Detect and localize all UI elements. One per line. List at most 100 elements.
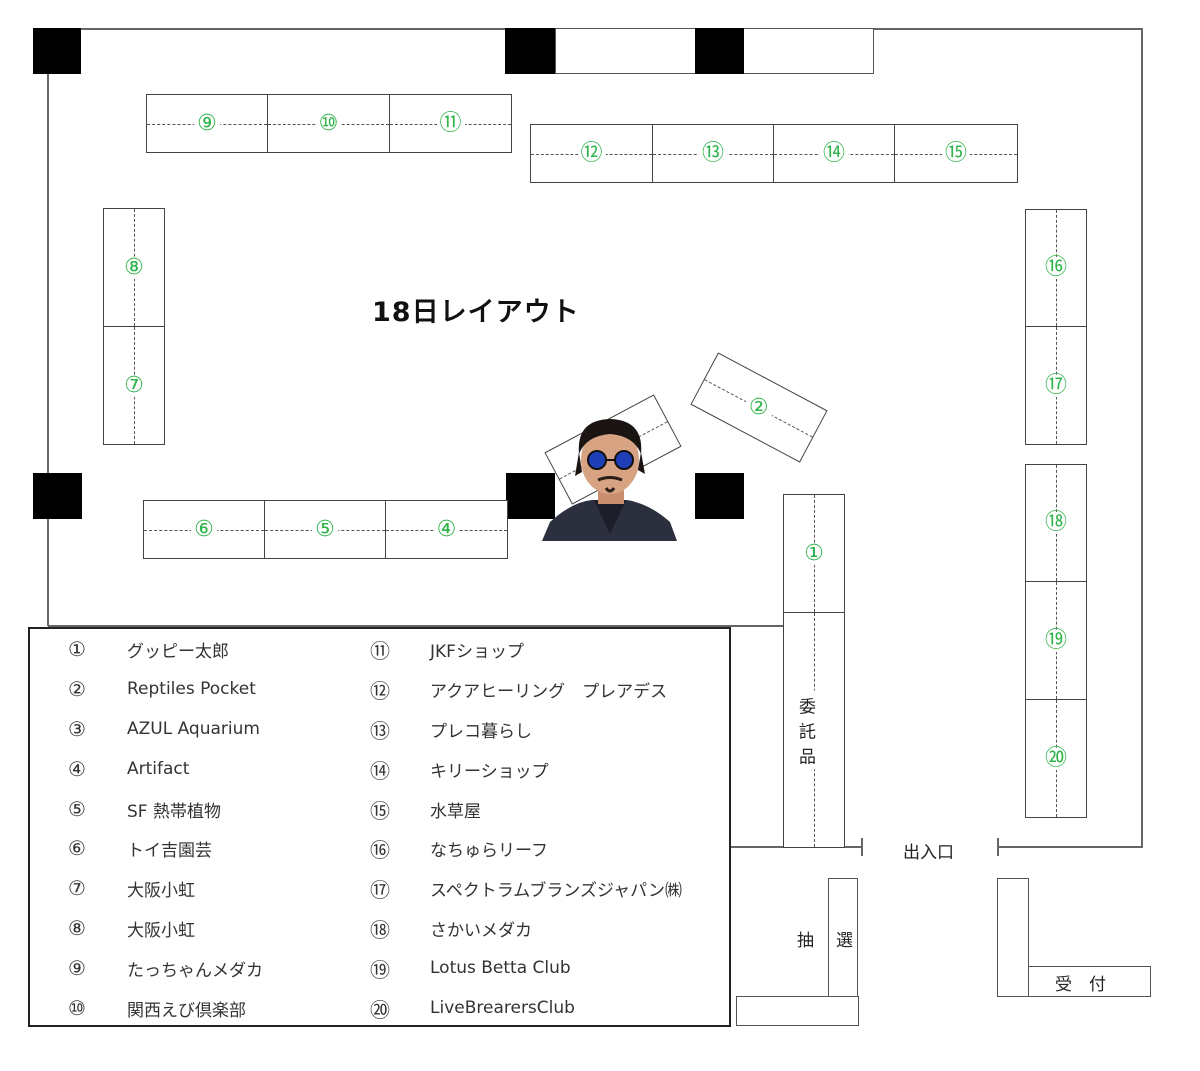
booth-number: ⑪ — [436, 112, 465, 135]
booth-number: ⑩ — [315, 112, 342, 135]
legend-item: ⑬ プレコ暮らし — [350, 714, 532, 744]
legend-name: プレコ暮らし — [430, 721, 532, 742]
booth-18[interactable]: ⑱ — [1025, 464, 1087, 582]
booth-15[interactable]: ⑮ — [894, 124, 1018, 183]
booth-12[interactable]: ⑫ — [530, 124, 653, 183]
booth-1[interactable]: ① — [783, 494, 845, 613]
wall-left — [47, 28, 49, 626]
booth-19[interactable]: ⑲ — [1025, 581, 1087, 700]
legend-number: ⑥ — [68, 836, 86, 860]
booth-number: ⑭ — [819, 142, 849, 165]
legend-name: Reptiles Pocket — [127, 679, 256, 699]
booth-5[interactable]: ⑤ — [264, 500, 386, 559]
legend-item: ⑥ トイ吉園芸 — [47, 833, 212, 863]
booth-4[interactable]: ④ — [385, 500, 508, 559]
lottery-label-1: 抽 — [797, 931, 814, 951]
door-post-left — [861, 838, 863, 856]
wall-right — [1141, 28, 1143, 848]
booth-10[interactable]: ⑩ — [267, 94, 390, 153]
booth-7[interactable]: ⑦ — [103, 326, 165, 445]
legend-number: ⑳ — [370, 997, 390, 1022]
booth-16[interactable]: ⑯ — [1025, 209, 1087, 327]
reception-label: 受 付 — [1055, 975, 1106, 995]
legend-number: ⑧ — [68, 916, 86, 940]
wall-bottom-left — [48, 625, 784, 627]
person-photo — [542, 414, 677, 541]
booth-number: ⑫ — [577, 142, 606, 165]
booth-13[interactable]: ⑬ — [652, 124, 774, 183]
booth-2[interactable]: ② — [690, 352, 828, 463]
entrance-label: 出入口 — [903, 843, 954, 863]
pillar — [33, 28, 81, 74]
legend-item: ⑭ キリーショップ — [350, 754, 549, 784]
legend-number: ⑱ — [370, 917, 390, 942]
booth-14[interactable]: ⑭ — [773, 124, 895, 183]
legend-number: ⑬ — [370, 718, 390, 743]
booth-6[interactable]: ⑥ — [143, 500, 265, 559]
legend-number: ⑮ — [370, 798, 390, 823]
legend-number: ⑪ — [370, 638, 390, 663]
booth-9[interactable]: ⑨ — [146, 94, 268, 153]
legend-name: SF 熱帯植物 — [127, 801, 221, 822]
consignment-area[interactable]: 委託品 — [783, 612, 845, 848]
legend-name: たっちゃんメダカ — [127, 960, 263, 981]
booth-number: ⑬ — [698, 142, 728, 165]
booth-number: ⑱ — [1041, 512, 1071, 534]
booth-number: ⑨ — [194, 112, 220, 135]
legend-name: 大阪小虹 — [127, 880, 195, 901]
legend-name: なちゅらリーフ — [430, 840, 548, 861]
top-window-1 — [555, 28, 697, 74]
pillar — [33, 473, 82, 519]
booth-number: ⑥ — [191, 518, 217, 541]
legend-name: アクアヒーリング プレアデス — [430, 681, 668, 702]
legend-number: ⑰ — [370, 877, 390, 902]
legend-number: ⑨ — [68, 956, 86, 980]
layout-title: 18日レイアウト — [372, 297, 580, 328]
legend-number: ⑫ — [370, 678, 390, 703]
booth-11[interactable]: ⑪ — [389, 94, 512, 153]
booth-number: ⑳ — [1041, 747, 1071, 770]
legend-number: ③ — [68, 717, 86, 741]
legend-number: ① — [68, 637, 86, 661]
legend-item: ⑦ 大阪小虹 — [47, 873, 195, 903]
consignment-label: 委託品 — [799, 690, 829, 770]
pillar — [505, 28, 555, 74]
booth-number: ⑦ — [121, 374, 147, 397]
booth-8[interactable]: ⑧ — [103, 208, 165, 327]
legend-number: ⑦ — [68, 876, 86, 900]
legend-item: ⑫ アクアヒーリング プレアデス — [350, 674, 667, 704]
legend-number: ⑭ — [370, 758, 390, 783]
booth-17[interactable]: ⑰ — [1025, 326, 1087, 445]
legend-item: ⑨ たっちゃんメダカ — [47, 953, 263, 983]
reception-table-v — [997, 878, 1029, 997]
legend-number: ④ — [68, 757, 86, 781]
booth-number: ⑤ — [312, 518, 338, 541]
pillar — [695, 28, 744, 74]
top-window-2 — [742, 28, 874, 74]
pillar — [695, 473, 744, 519]
pillar — [506, 473, 555, 519]
legend-number: ⑩ — [68, 996, 86, 1020]
legend-name: AZUL Aquarium — [127, 719, 260, 739]
wall-bottom-right — [998, 846, 1143, 848]
legend-item: ① グッピー太郎 — [47, 634, 229, 664]
legend-item: ⑰ スペクトラムブランズジャパン㈱ — [350, 873, 682, 903]
booth-20[interactable]: ⑳ — [1025, 699, 1087, 818]
booth-number: ⑰ — [1041, 374, 1071, 397]
legend-item: ③ AZUL Aquarium — [47, 714, 260, 744]
legend-name: トイ吉園芸 — [127, 840, 212, 861]
legend-name: キリーショップ — [430, 761, 549, 782]
booth-number: ⑮ — [941, 142, 971, 165]
legend-name: グッピー太郎 — [127, 641, 229, 662]
legend-name: Lotus Betta Club — [430, 958, 571, 978]
booth-number: ⑧ — [121, 256, 147, 279]
legend-name: スペクトラムブランズジャパン㈱ — [430, 880, 682, 901]
lottery-table-h — [736, 996, 859, 1026]
